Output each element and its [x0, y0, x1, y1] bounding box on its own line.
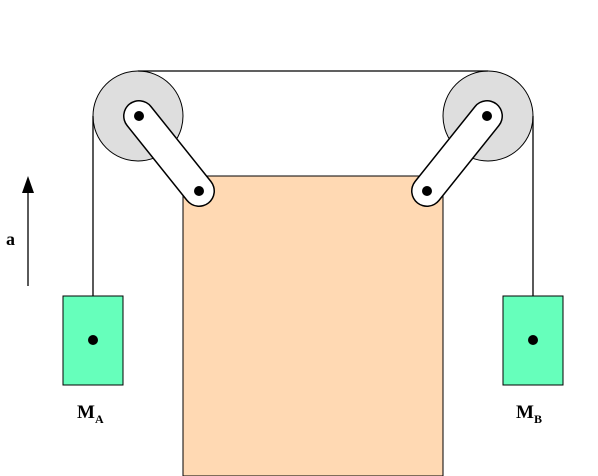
mass-a-subscript: A [95, 412, 104, 426]
acceleration-label: a [6, 229, 15, 249]
mass-a-label: MA [77, 402, 104, 426]
left-support-arm [123, 100, 215, 207]
mass-b-center-dot [528, 335, 538, 345]
right-arm-pivot [422, 186, 432, 196]
mass-a-center-dot [88, 335, 98, 345]
mass-b-label: MB [516, 402, 542, 426]
central-block [182, 175, 444, 476]
right-support-arm [411, 100, 503, 207]
left-pulley-axle [134, 111, 144, 121]
mass-b-subscript: B [534, 412, 542, 426]
left-arm-pivot [194, 186, 204, 196]
acceleration-arrow [22, 176, 34, 286]
right-pulley-axle [482, 111, 492, 121]
